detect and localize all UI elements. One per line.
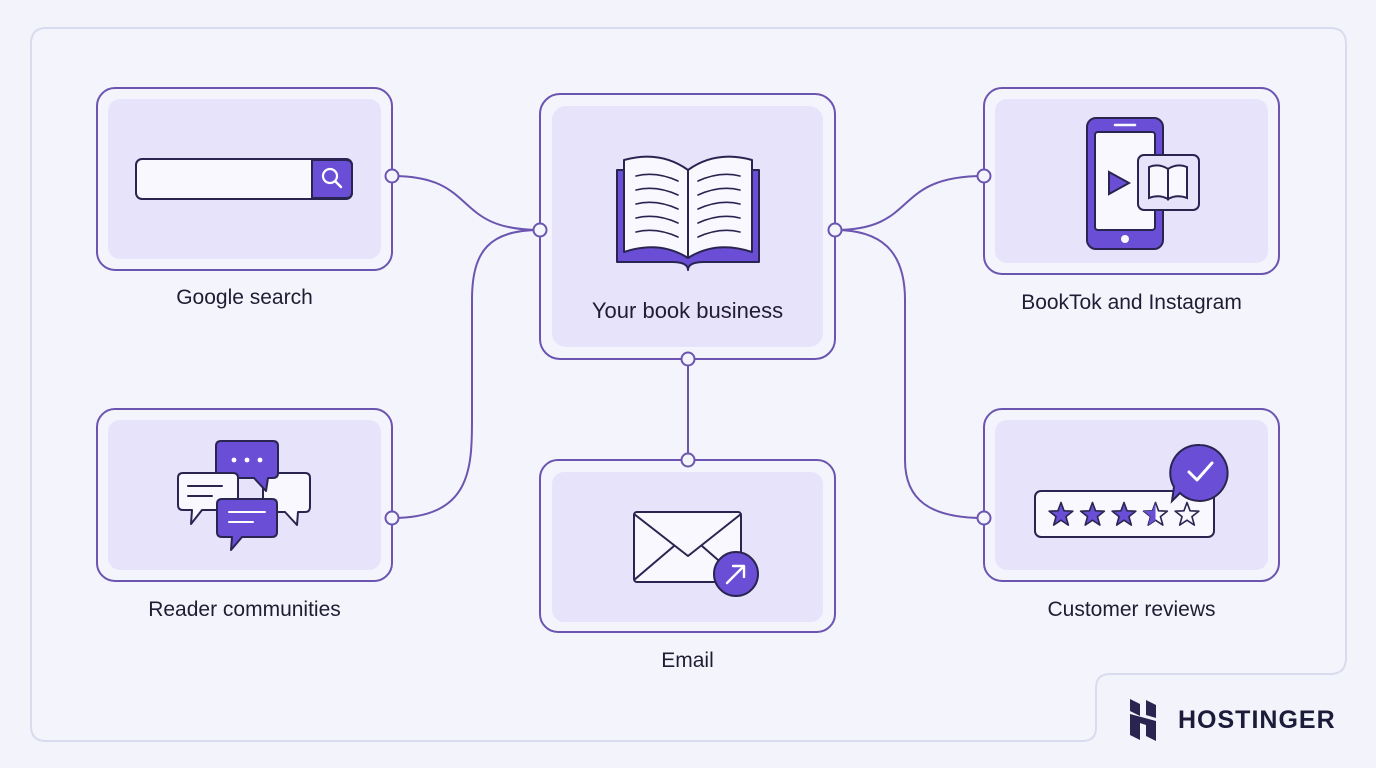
chat-bubbles-icon <box>177 440 311 551</box>
connector-communities <box>391 229 541 519</box>
rating-star <box>1111 501 1137 526</box>
rating-star <box>1079 501 1106 526</box>
card-communities <box>96 408 393 582</box>
check-badge-icon <box>1169 443 1229 504</box>
envelope-icon <box>633 511 759 597</box>
rating-star <box>1048 501 1074 526</box>
connector-social <box>834 175 985 231</box>
phone-video-icon <box>1086 117 1200 250</box>
google-node-label: Google search <box>176 286 313 309</box>
hostinger-logo-icon <box>1130 699 1156 741</box>
connectors <box>391 175 985 519</box>
rating-stars <box>1048 501 1200 526</box>
email-node-label: Email <box>661 649 714 672</box>
connector-reviews <box>834 229 985 519</box>
rating-star-half-fill <box>1143 502 1156 526</box>
reviews-node-label: Customer reviews <box>1047 598 1216 621</box>
brand-name: HOSTINGER <box>1178 706 1336 734</box>
connector-dots <box>384 168 992 526</box>
center-node-label: Your book business <box>591 298 784 323</box>
search-bar-icon <box>135 158 353 200</box>
star-rating-icon <box>1034 443 1229 538</box>
connector-google <box>391 175 541 231</box>
rating-star <box>1174 501 1200 526</box>
open-book-icon <box>616 155 760 271</box>
social-node-label: BookTok and Instagram <box>1021 291 1242 314</box>
communities-node-label: Reader communities <box>148 598 341 621</box>
